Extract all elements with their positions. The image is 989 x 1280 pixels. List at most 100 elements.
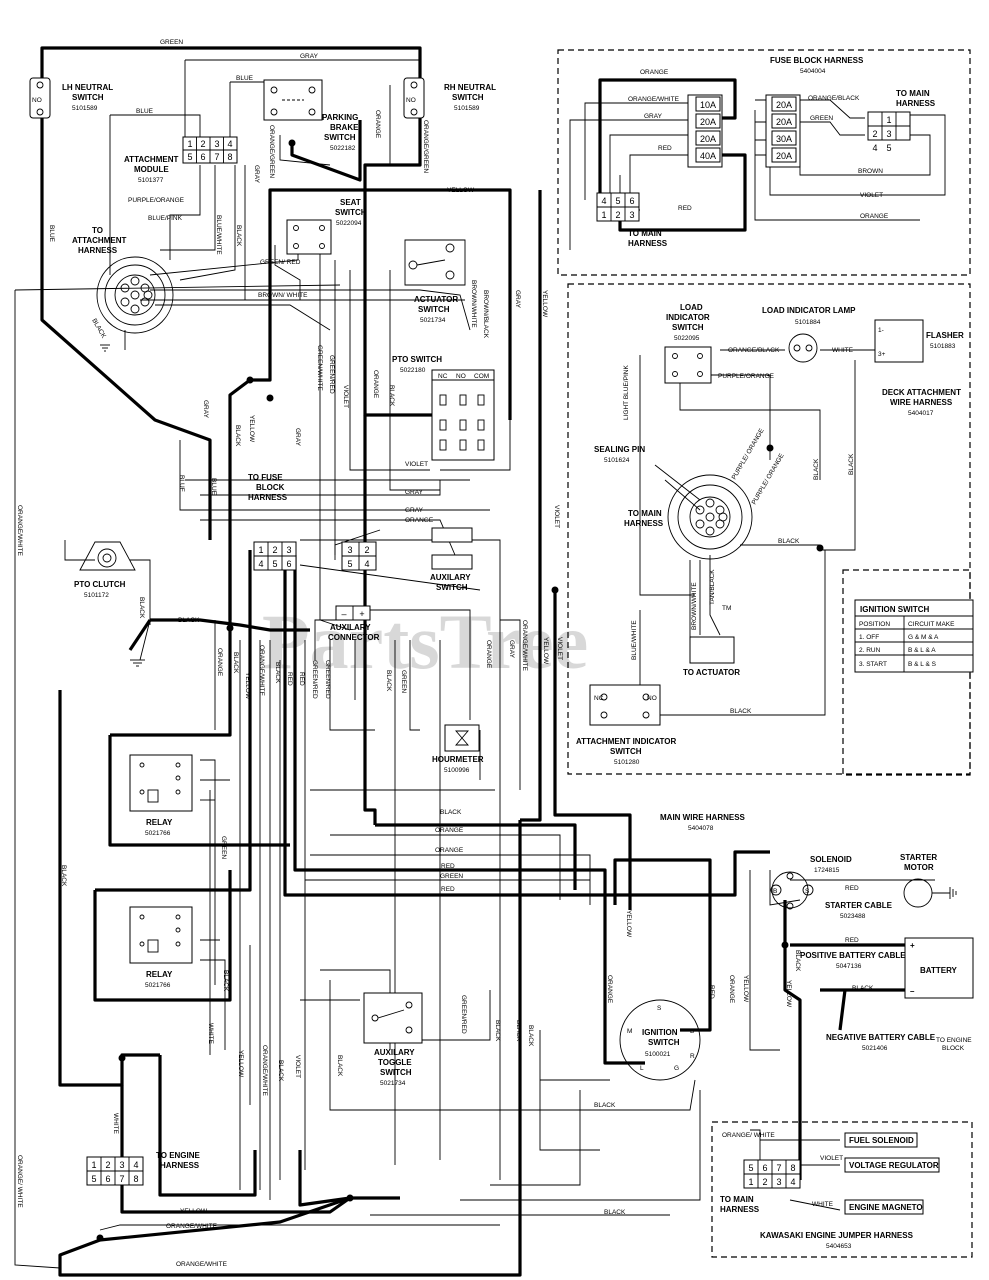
deck-harness-name1: DECK ATTACHMENT [882,388,961,397]
fbc-pin-3: 3 [629,210,634,220]
w-yellow-seat: YELLOW [447,187,475,194]
w-black-h: BLACK [90,318,107,341]
sol-b: B [773,888,777,895]
kw-pin-6: 6 [762,1163,767,1173]
rh-neutral-name1: RH NEUTRAL [444,83,496,92]
w-red-bat: RED [845,937,859,944]
flasher-part: 5101883 [930,343,956,350]
fbr-pin-3: 3 [886,129,891,139]
pto-part: 5022180 [400,367,426,374]
tog-name1: AUXILARY [374,1048,415,1057]
dw-white: WHITE [832,347,854,354]
fb-pin-1: 1 [258,545,263,555]
fbh-title: FUSE BLOCK HARNESS [770,56,864,65]
am-pin-3: 3 [214,139,219,149]
w-orange-white-left: ORANGE/WHITE [16,505,23,557]
w-yellow-c: YELLOW [244,672,251,700]
am-part: 5101377 [138,177,164,184]
kw-pin-3: 3 [776,1177,781,1187]
w-black-bat: BLACK [852,985,874,992]
fb-pin-5: 5 [272,559,277,569]
ai-nc: NC [594,695,604,702]
fbh-part: 5404004 [800,68,826,75]
w-yellow-l: YELLOW [248,415,255,443]
act-name2: SWITCH [418,305,450,314]
parking-brake-switch: PARKING BRAKE SWITCH 5022182 [263,79,359,152]
dw-black3: BLACK [778,538,800,545]
w-black-c: BLACK [232,652,239,674]
relay-1: RELAY 5021766 [129,754,193,837]
sm-name1: STARTER [900,853,937,862]
w-orange-white-v: ORANGE/WHITE [261,1045,268,1097]
deck-thin-wires [639,349,875,716]
ptoc-name: PTO CLUTCH [74,580,126,589]
ah-name2: ATTACHMENT [72,236,126,245]
ign-table-h1: POSITION [859,621,890,628]
fuse-r-4: 20A [776,151,792,161]
auxilary-connector: – + AUXILARY CONNECTOR [328,605,380,642]
relay2-part: 5021766 [145,982,171,989]
tog-name3: SWITCH [380,1068,412,1077]
w-orange-h2: ORANGE [435,827,464,834]
w-blue-v: BLUE [48,225,55,243]
w-black-h2: BLACK [178,617,200,624]
fbc-pin-6: 6 [629,196,634,206]
fuse-l-3: 20A [700,134,716,144]
fbh-to-main1: TO MAIN [628,229,662,238]
ign-g: G [674,1065,679,1072]
auxilary-switch: 3 2 5 4 AUXILARY SWITCH [341,527,473,592]
dw-purple-orange: PURPLE/ORANGE [718,373,775,380]
eh-pin-3: 3 [119,1160,124,1170]
kw-engine-magneto: ENGINE MAGNETO [849,1203,923,1212]
fbw-orange-white: ORANGE/WHITE [628,96,680,103]
w-green-white: GREEN/WHITE [316,345,323,392]
starter-cable-name: STARTER CABLE [825,901,893,910]
dw-purple-orange2: PURPLE/ ORANGE [731,427,766,481]
seat-name1: SEAT [340,198,361,207]
pb-name2: BRAKE [330,123,359,132]
am-pin-5: 5 [187,152,192,162]
w-gray-c: GRAY [508,640,515,659]
deck-harness-name2: WIRE HARNESS [890,398,953,407]
fbw-orange: ORANGE [640,69,669,76]
ign-part: 5100021 [645,1051,671,1058]
w-white-left: WHITE [112,1113,119,1135]
aux-pin-5: 5 [347,559,352,569]
pb-part: 5022182 [330,145,356,152]
w-orange-v: ORANGE [372,370,379,399]
w-black-c3: BLACK [385,670,392,692]
w-orange-white-c2: ORANGE/WHITE [521,620,528,672]
w-green-top: GREEN [160,39,183,46]
fbw-violet: VIOLET [860,192,883,199]
w-blue-m: BLUE [178,475,185,493]
lh-neutral-name2: SWITCH [72,93,104,102]
kw-pin-5: 5 [748,1163,753,1173]
to-engine-block-1: TO ENGINE [936,1037,972,1044]
pto-com: COM [474,373,489,380]
ign-name2: SWITCH [648,1038,680,1047]
fbr-pin-1: 1 [886,115,891,125]
dw-black1: BLACK [813,458,820,480]
fuse-r-2: 20A [776,117,792,127]
relay1-part: 5021766 [145,830,171,837]
pb-name1: PARKING [322,113,358,122]
w-gray-l: GRAY [202,400,209,419]
eh-pin-6: 6 [105,1174,110,1184]
fbw-orange2: ORANGE [860,213,889,220]
w-orange-ign: ORANGE [606,975,613,1004]
li-name1: LOAD [680,303,703,312]
sealing-part: 5101624 [604,457,630,464]
tfb-name1: TO FUSE [248,473,283,482]
fbc-pin-2: 2 [615,210,620,220]
w-blue-top: BLUE [236,75,254,82]
fbw-gray: GRAY [644,113,663,120]
am-pin-6: 6 [200,152,205,162]
w-gray-r: GRAY [514,290,521,309]
pto-nc: NC [438,373,448,380]
ign-table-r2c1: 2. RUN [859,647,881,654]
dw-orange-black: ORANGE/BLACK [728,347,780,354]
fuse-l-2: 20A [700,117,716,127]
w-black-bot2: BLACK [594,1102,616,1109]
ai-part: 5101280 [614,759,640,766]
w-gray-l2: GRAY [294,428,301,447]
